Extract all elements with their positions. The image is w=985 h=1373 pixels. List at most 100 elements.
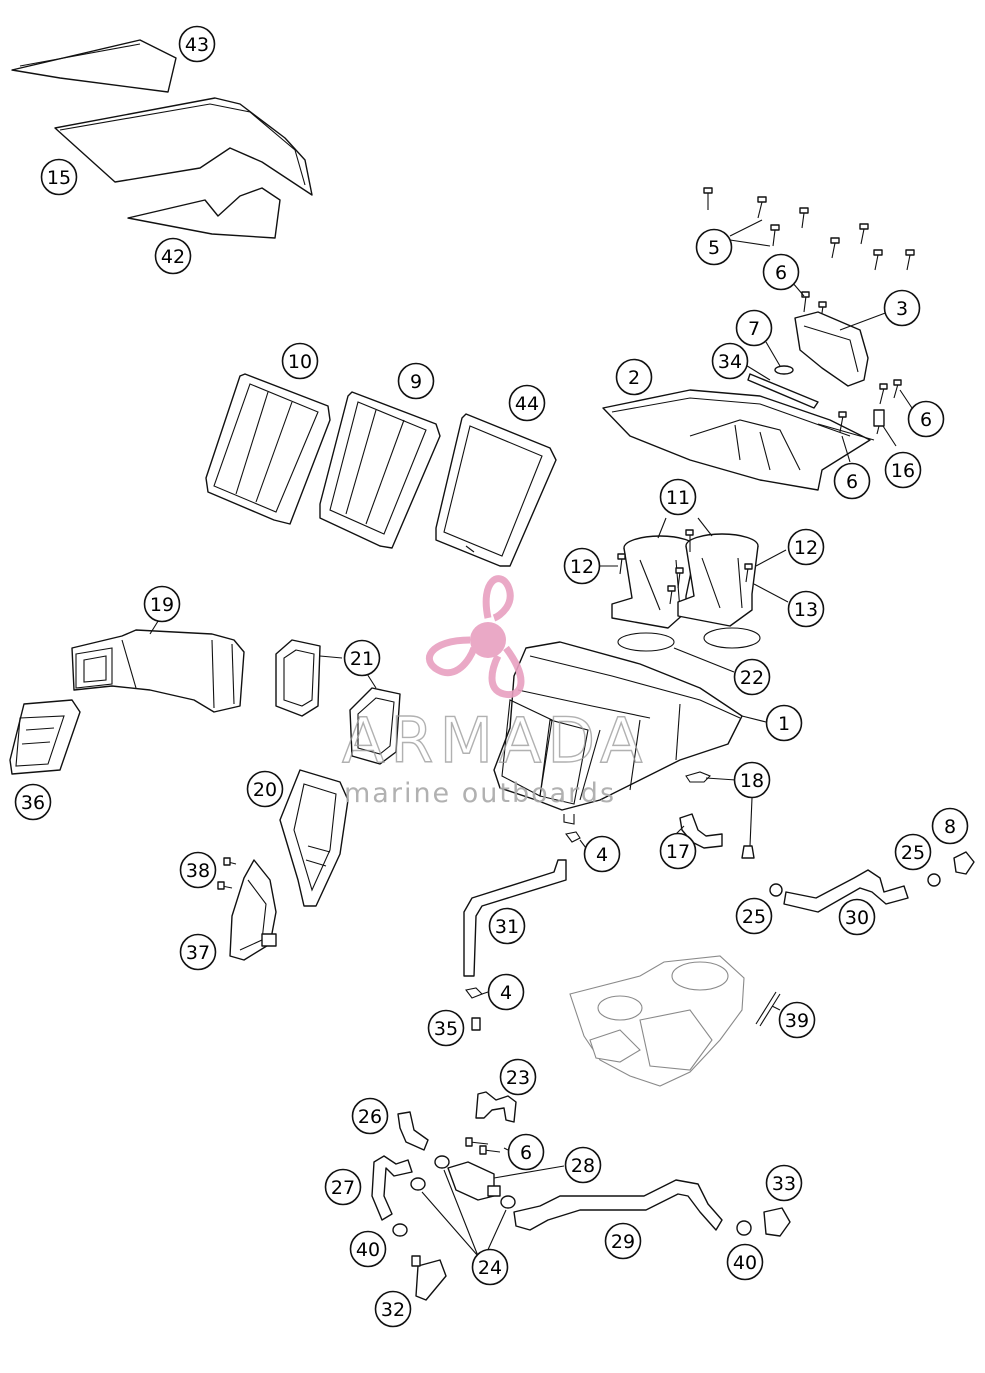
callout-35: 35 — [427, 1009, 465, 1047]
callout-circle — [931, 807, 969, 845]
part-1-airbox-body — [493, 641, 767, 825]
callout-circle — [343, 639, 381, 677]
callout-number: 31 — [495, 916, 519, 938]
callout-number: 15 — [47, 167, 71, 189]
part-7-clip — [765, 341, 794, 375]
armada-watermark: ARMADA marine outboards — [341, 575, 648, 809]
callout-number: 6 — [920, 409, 932, 431]
callout-number: 27 — [331, 1177, 355, 1199]
callout-6: 6 — [907, 400, 945, 438]
callout-30: 30 — [838, 898, 876, 936]
callout-33: 33 — [765, 1164, 803, 1202]
part-10-air-filter — [205, 373, 331, 525]
part-12-13-screws — [600, 529, 789, 605]
part-15-top-cover — [54, 97, 313, 196]
watermark-tagline: marine outboards — [344, 778, 616, 809]
callout-15: 15 — [40, 158, 78, 196]
part-2-airbox-lid — [602, 389, 871, 491]
callout-circle — [907, 400, 945, 438]
callout-circle — [471, 1248, 509, 1286]
part-30-hose — [783, 869, 909, 913]
callout-number: 6 — [520, 1142, 532, 1164]
callout-38: 38 — [179, 851, 217, 889]
callout-circle — [726, 1243, 764, 1281]
callout-number: 29 — [611, 1231, 635, 1253]
callout-circle — [765, 704, 803, 742]
callout-number: 37 — [186, 942, 210, 964]
callout-number: 8 — [944, 816, 956, 838]
callout-circle — [507, 1133, 545, 1171]
callout-16: 16 — [884, 451, 922, 489]
part-4-clamp-lower — [465, 987, 489, 999]
callout-number: 40 — [733, 1252, 757, 1274]
callout-17: 17 — [659, 832, 697, 870]
part-37-bracket — [229, 859, 277, 961]
callout-number: 40 — [356, 1239, 380, 1261]
callout-circle — [833, 462, 871, 500]
callout-number: 23 — [506, 1067, 530, 1089]
part-31-breather-hose — [463, 859, 567, 977]
callout-circle — [179, 933, 217, 971]
part-36-intake-grille — [9, 699, 81, 775]
callout-circle — [349, 1230, 387, 1268]
callout-number: 11 — [666, 487, 690, 509]
callout-circle — [324, 1168, 362, 1206]
callout-number: 43 — [185, 34, 209, 56]
callout-20: 20 — [246, 770, 284, 808]
throttle-body-reference — [569, 955, 745, 1087]
callout-number: 13 — [794, 599, 818, 621]
callout-40: 40 — [349, 1230, 387, 1268]
part-33-fitting — [763, 1207, 791, 1237]
part-11-velocity-stack-right — [657, 517, 759, 627]
callout-circle — [659, 478, 697, 516]
callout-number: 22 — [740, 667, 764, 689]
callout-circle — [733, 761, 771, 799]
callout-23: 23 — [499, 1058, 537, 1096]
callout-number: 28 — [571, 1155, 595, 1177]
callout-6: 6 — [762, 253, 800, 291]
callout-circle — [735, 897, 773, 935]
callout-11: 11 — [659, 478, 697, 516]
callout-28: 28 — [564, 1146, 602, 1184]
callout-circle — [787, 590, 825, 628]
watermark-brand: ARMADA — [342, 704, 648, 777]
callout-44: 44 — [508, 384, 546, 422]
part-39-spring-pin — [755, 991, 781, 1027]
part-27-hose — [371, 1155, 413, 1221]
callout-number: 18 — [740, 770, 764, 792]
part-6-screws-right — [838, 379, 913, 463]
callout-13: 13 — [787, 590, 825, 628]
part-26-elbow-fitting — [397, 1111, 429, 1151]
callout-31: 31 — [488, 907, 526, 945]
callout-circle — [178, 25, 216, 63]
callout-circle — [488, 907, 526, 945]
callout-number: 3 — [896, 298, 908, 320]
part-28-valve — [447, 1161, 565, 1201]
callout-25: 25 — [735, 897, 773, 935]
callout-circle — [246, 770, 284, 808]
part-38-screws — [217, 857, 237, 890]
callout-circle — [604, 1222, 642, 1260]
callout-number: 39 — [785, 1010, 809, 1032]
part-44-filter-element — [435, 413, 557, 567]
callout-36: 36 — [14, 783, 52, 821]
callout-circle — [733, 658, 771, 696]
callout-circle — [894, 833, 932, 871]
callout-number: 20 — [253, 779, 277, 801]
callout-circle — [499, 1058, 537, 1096]
part-9-filter-frame — [319, 391, 441, 549]
callout-number: 10 — [288, 351, 312, 373]
callout-number: 17 — [666, 841, 690, 863]
callout-19: 19 — [143, 585, 181, 623]
callout-circle — [40, 158, 78, 196]
callout-number: 26 — [358, 1106, 382, 1128]
callout-12: 12 — [563, 547, 601, 585]
callout-number: 36 — [21, 792, 45, 814]
callout-number: 1 — [778, 713, 790, 735]
callout-2: 2 — [615, 358, 653, 396]
callout-37: 37 — [179, 933, 217, 971]
callout-circle — [154, 237, 192, 275]
callout-number: 19 — [150, 594, 174, 616]
